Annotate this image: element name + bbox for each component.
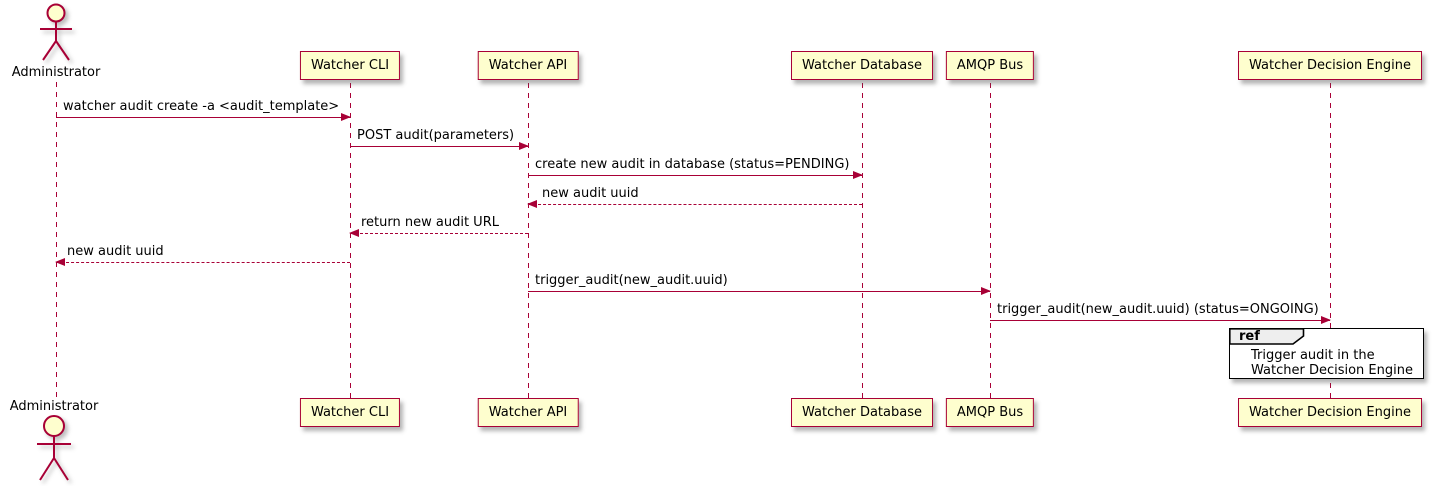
message-3-label: create new audit in database (status=PEN… [535, 157, 850, 172]
arrowhead-icon [55, 258, 65, 266]
message-4-line [528, 204, 862, 205]
ref-text-line2: Watcher Decision Engine [1251, 363, 1413, 378]
lifeline-administrator [55, 82, 57, 400]
lifeline-amqp-bus [989, 83, 991, 398]
lifeline-watcher-api [527, 83, 529, 398]
arrowhead-icon [519, 142, 529, 150]
message-6-line [56, 262, 350, 263]
participant-bottom-watcher-cli: Watcher CLI [299, 398, 401, 427]
message-6-label: new audit uuid [67, 244, 164, 259]
actor-label-bottom: Administrator [9, 399, 99, 414]
lifeline-watcher-cli [349, 83, 351, 398]
message-7-line [528, 291, 990, 292]
actor-icon [40, 3, 72, 61]
arrowhead-icon [341, 113, 351, 121]
message-2-line [350, 146, 528, 147]
ref-tab-label: ref [1239, 329, 1260, 344]
lifeline-watcher-decision-engine [1329, 83, 1331, 398]
participant-top-watcher-decision-engine: Watcher Decision Engine [1238, 51, 1422, 80]
participant-top-watcher-database: Watcher Database [791, 51, 933, 80]
ref-tab-shape [1229, 328, 1305, 345]
participant-bottom-amqp-bus: AMQP Bus [945, 398, 1035, 427]
message-5-line [350, 233, 528, 234]
message-5-label: return new audit URL [361, 215, 499, 230]
arrowhead-icon [981, 287, 991, 295]
arrowhead-icon [527, 200, 537, 208]
ref-fragment: ref Trigger audit in the Watcher Decisio… [1229, 328, 1424, 379]
message-8-label: trigger_audit(new_audit.uuid) (status=ON… [997, 302, 1319, 317]
message-1-line [56, 117, 350, 118]
message-2-label: POST audit(parameters) [357, 128, 515, 143]
actor-icon [37, 415, 71, 481]
participant-bottom-watcher-database: Watcher Database [791, 398, 933, 427]
participant-top-watcher-cli: Watcher CLI [299, 51, 401, 80]
arrowhead-icon [349, 229, 359, 237]
message-3-line [528, 175, 862, 176]
participant-top-watcher-api: Watcher API [477, 51, 579, 80]
actor-label-top: Administrator [11, 65, 101, 80]
arrowhead-icon [853, 171, 863, 179]
message-7-label: trigger_audit(new_audit.uuid) [535, 273, 728, 288]
participant-bottom-watcher-decision-engine: Watcher Decision Engine [1238, 398, 1422, 427]
ref-text-line1: Trigger audit in the [1251, 348, 1375, 363]
participant-top-amqp-bus: AMQP Bus [945, 51, 1035, 80]
lifeline-watcher-database [861, 83, 863, 398]
message-4-label: new audit uuid [542, 186, 639, 201]
message-8-line [990, 320, 1330, 321]
arrowhead-icon [1321, 316, 1331, 324]
participant-bottom-watcher-api: Watcher API [477, 398, 579, 427]
message-1-label: watcher audit create -a <audit_template> [63, 99, 340, 114]
